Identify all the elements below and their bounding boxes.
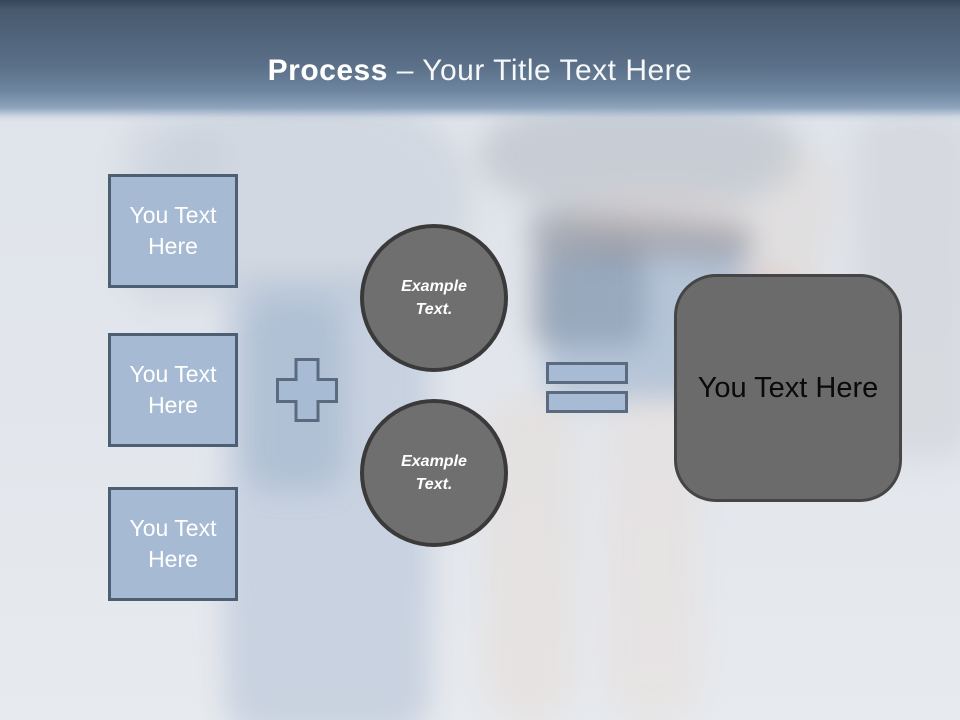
example-circle-2-label: Example Text. [401, 453, 467, 493]
result-box: You Text Here [674, 274, 902, 502]
input-box-2: You Text Here [108, 333, 238, 447]
plus-icon [276, 358, 338, 422]
title-subtitle: – Your Title Text Here [396, 54, 693, 87]
input-box-3-label: You Text Here [129, 515, 217, 572]
page-title: Process – Your Title Text Here [0, 54, 960, 88]
photo-shape-midriff [560, 192, 760, 257]
equals-bar-top [546, 362, 628, 384]
equals-icon [546, 362, 628, 413]
result-box-label: You Text Here [697, 371, 879, 404]
title-bar: Process – Your Title Text Here [0, 0, 960, 122]
input-box-1-label: You Text Here [129, 202, 217, 259]
input-box-3: You Text Here [108, 487, 238, 601]
example-circle-1: Example Text. [360, 224, 508, 372]
example-circle-2: Example Text. [360, 399, 508, 547]
title-keyword: Process [267, 54, 388, 87]
example-circle-1-label: Example Text. [401, 278, 467, 318]
equals-bar-bottom [546, 391, 628, 413]
input-box-1: You Text Here [108, 174, 238, 288]
input-box-2-label: You Text Here [129, 361, 217, 418]
